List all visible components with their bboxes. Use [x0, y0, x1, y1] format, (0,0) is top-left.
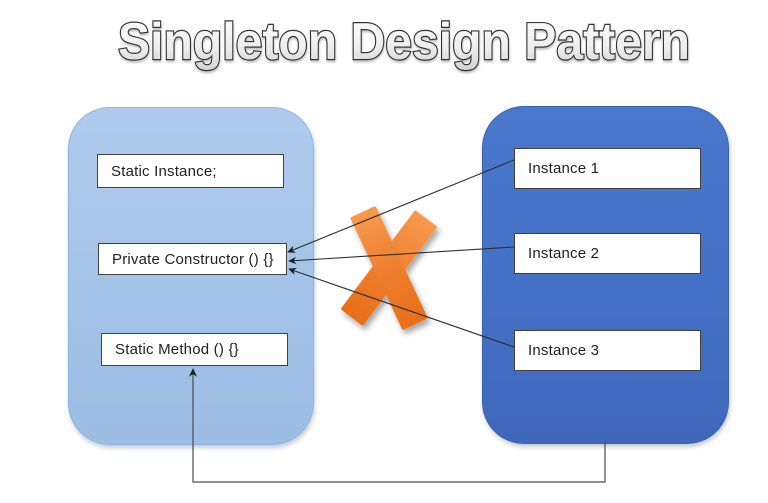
- static-instance-box: Static Instance;: [97, 154, 284, 188]
- instance-2-label: Instance 2: [528, 245, 600, 262]
- instance-3-label: Instance 3: [528, 342, 600, 359]
- static-method-label: Static Method () {}: [115, 341, 239, 358]
- private-constructor-box: Private Constructor () {}: [98, 243, 287, 275]
- private-constructor-label: Private Constructor () {}: [112, 250, 274, 268]
- instance-3-box: Instance 3: [514, 330, 701, 371]
- static-method-box: Static Method () {}: [101, 333, 288, 366]
- x-mark-icon: [341, 206, 437, 330]
- arrow-instance2-to-constructor: [288, 246, 515, 265]
- instance-1-label: Instance 1: [528, 160, 600, 177]
- arrow-instance1-to-constructor: [287, 159, 515, 253]
- arrow-instance3-to-constructor: [288, 267, 515, 348]
- page-title: Singleton Design Pattern: [118, 13, 690, 71]
- static-instance-label: Static Instance;: [111, 162, 217, 180]
- instance-2-box: Instance 2: [514, 233, 701, 274]
- page-title-area: Singleton Design Pattern: [117, 12, 691, 72]
- instance-1-box: Instance 1: [514, 148, 701, 189]
